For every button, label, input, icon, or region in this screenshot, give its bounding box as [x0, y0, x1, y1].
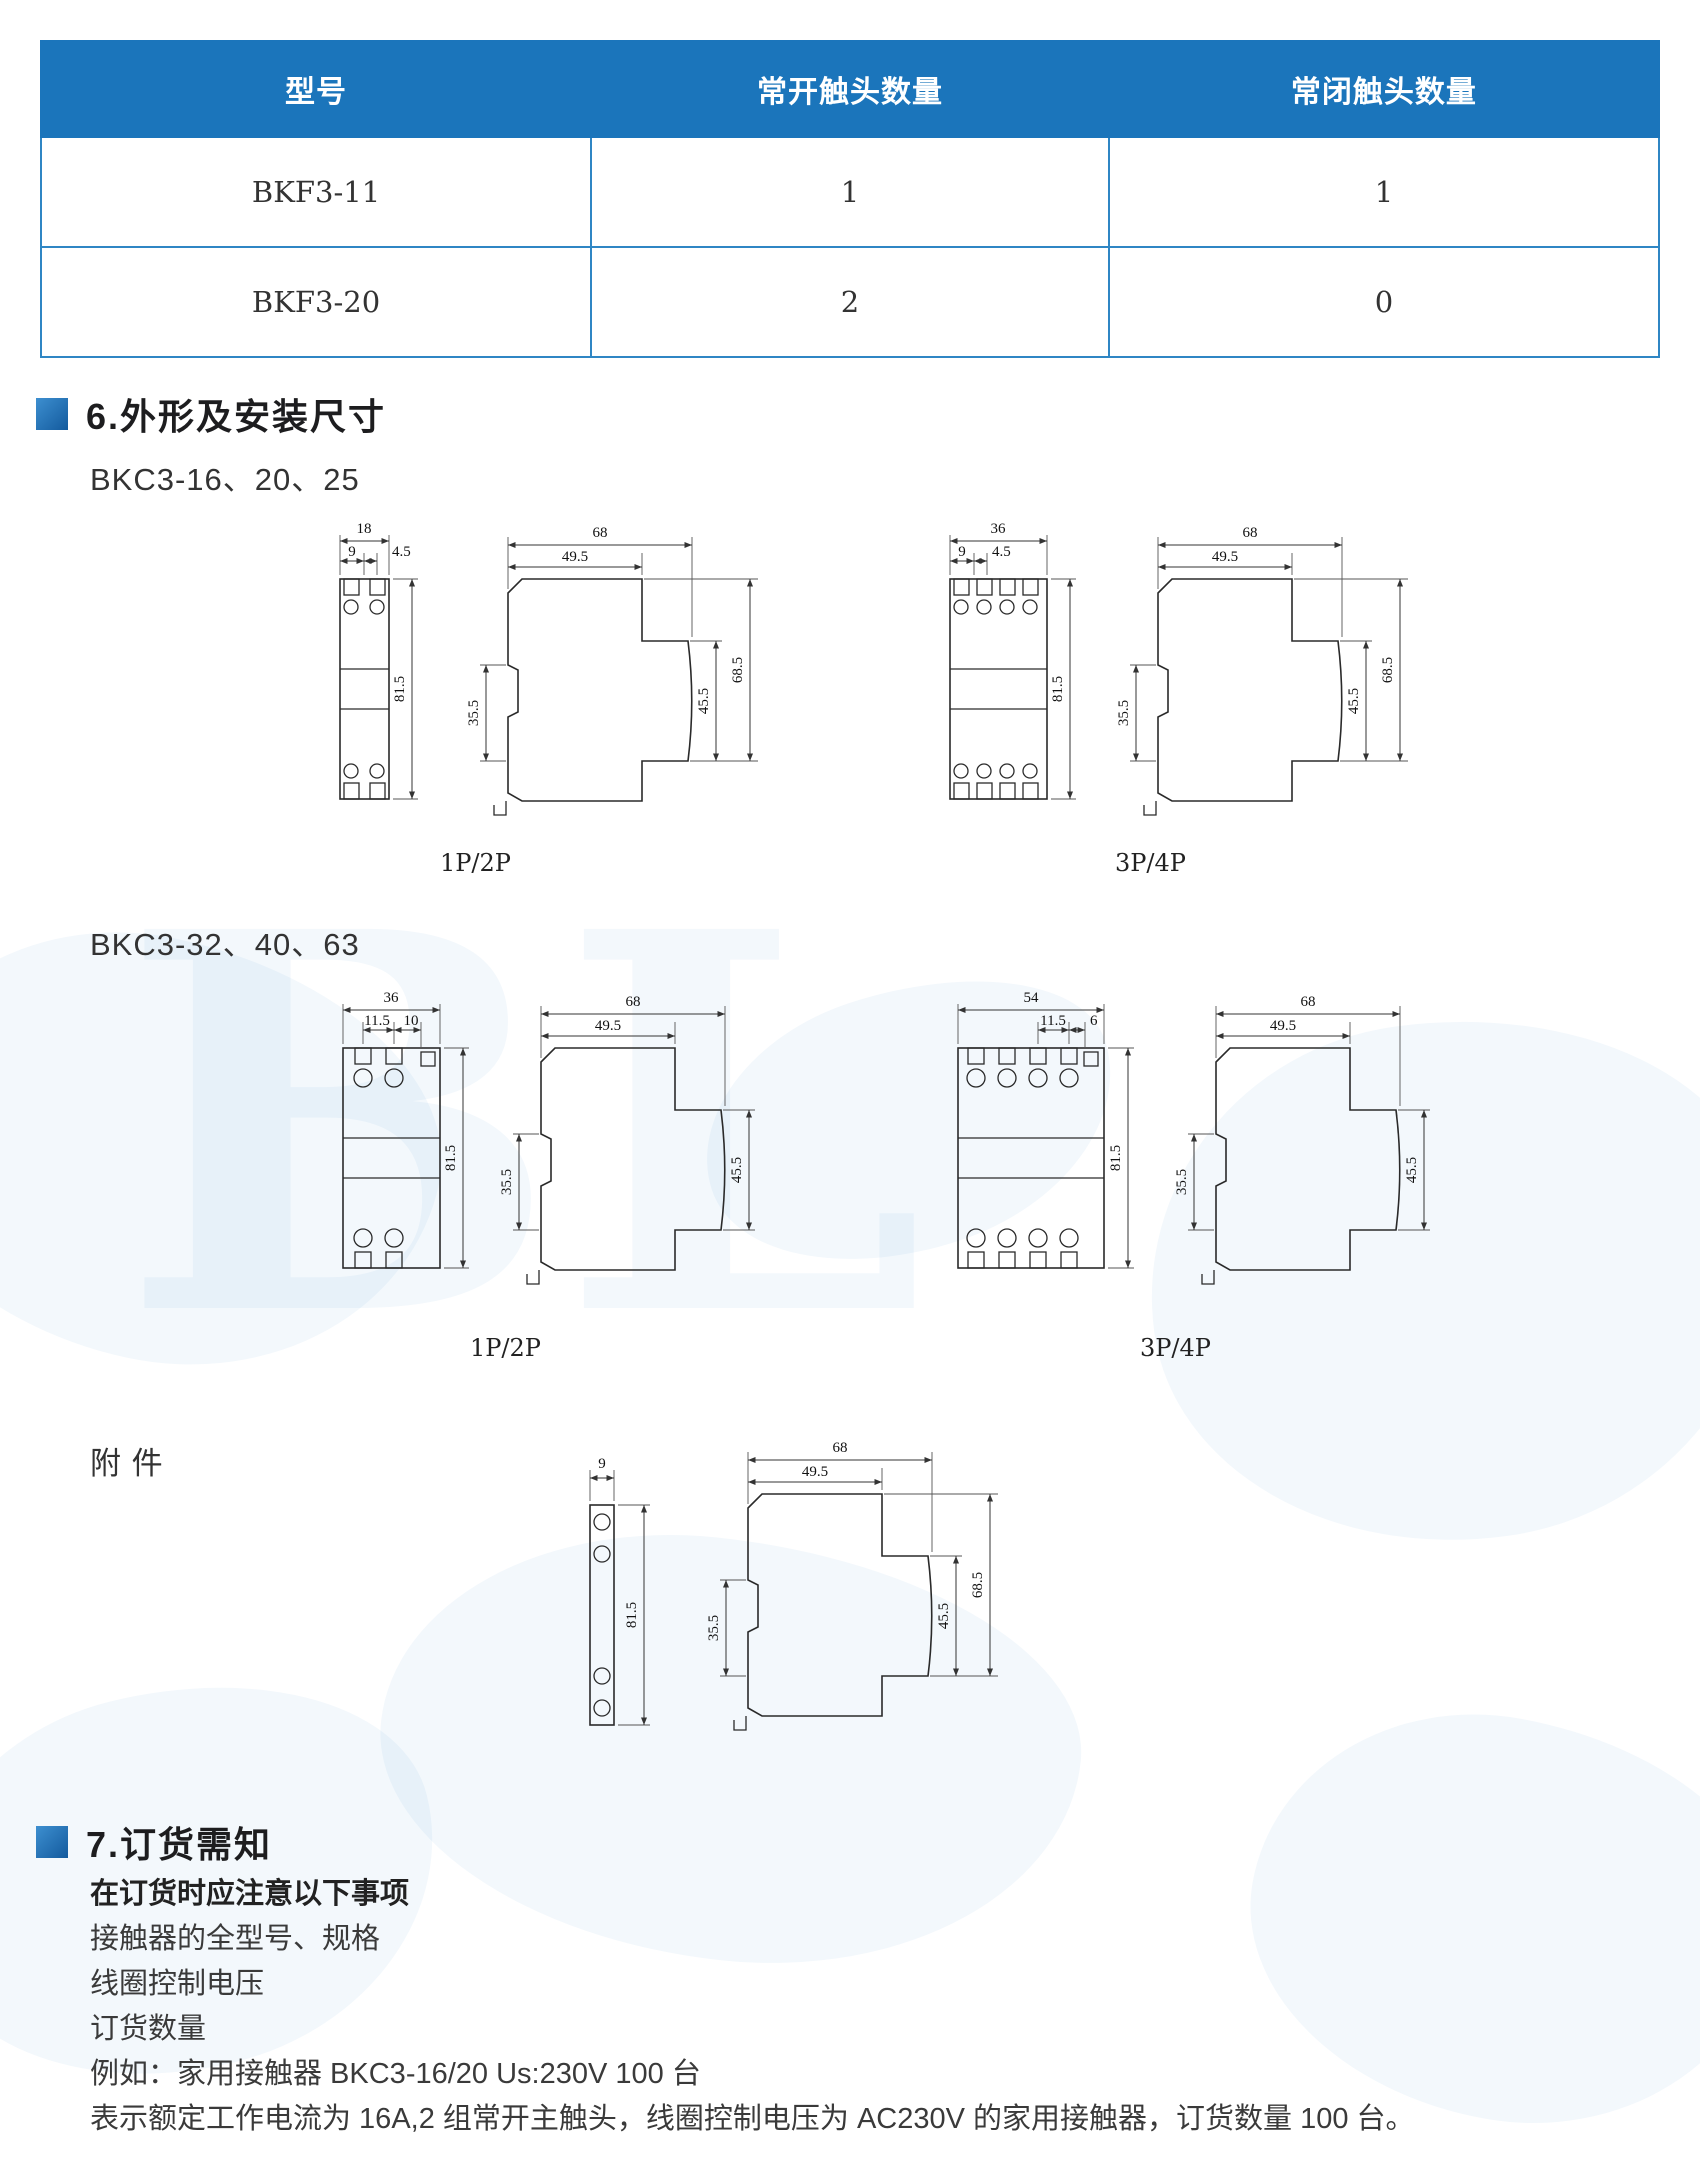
ordering-line: 接触器的全型号、规格	[90, 1923, 381, 1955]
dim-total-width: 68	[1243, 525, 1258, 541]
dim-front-depth: 49.5	[1212, 549, 1238, 565]
table-row: BKF3-11 1 1	[39, 136, 1661, 248]
dim-total-height: 68.5	[1380, 657, 1396, 683]
drawings-bkc3-32: 36 11.5 10 81.5 68 49.5	[303, 978, 1700, 1318]
dim-total-width: 68	[626, 994, 641, 1010]
pole-labels-group1: 1P/2P 3P/4P	[0, 849, 1700, 883]
dim-total-width: 68	[833, 1440, 848, 1456]
group2-title: BKC3-32、40、63	[90, 927, 360, 962]
section-bullet-icon	[36, 1826, 68, 1858]
table-row: BKF3-20 2 0	[39, 246, 1661, 358]
table-header-row: 型号 常开触头数量 常闭触头数量	[39, 40, 1661, 138]
front-view-1p2p-drawing: 36 11.5 10 81.5	[342, 990, 469, 1269]
dim-rail-height: 35.5	[466, 700, 482, 726]
section-6-heading: 6.外形及安装尺寸	[36, 392, 1700, 437]
dim-front-depth: 49.5	[1270, 1018, 1296, 1034]
front-view-3p4p-drawing: 36 9 4.5 81.5	[949, 521, 1076, 800]
cell-no-count: 1	[590, 136, 1110, 248]
dim-rail-height: 35.5	[499, 1169, 515, 1195]
dim-front-height: 45.5	[1346, 688, 1362, 714]
watermark-letters: BL	[120, 820, 926, 1431]
ordering-intro: 在订货时应注意以下事项	[90, 1878, 410, 1910]
dim-overall-width: 54	[1024, 990, 1040, 1006]
ordering-line: 线圈控制电压	[90, 1968, 265, 2000]
side-view-drawing: 68 49.5 35.5 45.5	[1174, 994, 1430, 1285]
dim-front-height: 45.5	[696, 688, 712, 714]
col-header-no-contacts: 常开触头数量	[590, 40, 1110, 138]
cell-model: BKF3-20	[39, 246, 593, 358]
dim-terminal-offset: 4.5	[992, 544, 1011, 560]
accessory-drawings: 附 件 9 81.5 68 49.5	[0, 1424, 1700, 1794]
label-3p4p: 3P/4P	[1140, 1334, 1211, 1362]
section-7-heading: 7.订货需知	[36, 1820, 1700, 1865]
side-view-drawing: 68 49.5 35.5 45.5 68.5	[466, 525, 758, 816]
dim-rail-height: 35.5	[1174, 1169, 1190, 1195]
dim-module-height: 81.5	[392, 676, 408, 702]
dim-front-height: 45.5	[1404, 1157, 1420, 1183]
cell-nc-count: 0	[1107, 246, 1661, 358]
drawings-bkc3-16: 18 9 4.5 81.5 68 49.5 35.5	[300, 509, 1700, 849]
ordering-line: 表示额定工作电流为 16A,2 组常开主触头，线圈控制电压为 AC230V 的家…	[90, 2103, 1415, 2135]
accessory-front-view-drawing: 9 81.5	[589, 1456, 650, 1726]
front-view-3p4p-drawing: 54 11.5 6 81.5	[957, 990, 1134, 1269]
dim-front-height: 45.5	[729, 1157, 745, 1183]
dim-rail-height: 35.5	[1116, 700, 1132, 726]
accessory-side-view-drawing: 68 49.5 35.5 45.5 68.5	[706, 1440, 998, 1731]
label-3p4p: 3P/4P	[1115, 849, 1186, 877]
dim-module-height: 81.5	[624, 1602, 640, 1628]
section-7-title: 7.订货需知	[86, 1824, 273, 1865]
dim-total-height: 68.5	[970, 1572, 986, 1598]
dim-terminal-pitch: 11.5	[364, 1013, 390, 1029]
dim-terminal-offset: 6	[1090, 1013, 1098, 1029]
dim-overall-width: 36	[991, 521, 1007, 537]
dim-total-width: 68	[1301, 994, 1316, 1010]
contact-count-table: 型号 常开触头数量 常闭触头数量 BKF3-11 1 1 BKF3-20 2 0	[39, 40, 1661, 358]
background-watermark: BL	[0, 40, 1700, 2162]
dim-overall-width: 36	[384, 990, 400, 1006]
dim-terminal-pitch: 9	[958, 544, 966, 560]
dim-terminal-pitch: 9	[348, 544, 356, 560]
dim-overall-width: 18	[357, 521, 372, 537]
dim-front-depth: 49.5	[595, 1018, 621, 1034]
dim-terminal-offset: 4.5	[392, 544, 411, 560]
dim-front-height: 45.5	[936, 1603, 952, 1629]
dim-overall-width: 9	[598, 1456, 606, 1472]
dim-front-depth: 49.5	[562, 549, 588, 565]
ordering-line: 订货数量	[90, 2013, 207, 2045]
col-header-model: 型号	[39, 40, 593, 138]
ordering-line: 例如：家用接触器 BKC3-16/20 Us:230V 100 台	[90, 2058, 701, 2090]
cell-model: BKF3-11	[39, 136, 593, 248]
dim-terminal-offset: 10	[404, 1013, 419, 1029]
ordering-notes: 在订货时应注意以下事项 接触器的全型号、规格 线圈控制电压 订货数量 例如：家用…	[90, 1872, 1700, 2142]
accessory-title: 附 件	[90, 1446, 164, 1481]
dim-rail-height: 35.5	[706, 1615, 722, 1641]
cell-nc-count: 1	[1107, 136, 1661, 248]
dim-total-width: 68	[593, 525, 608, 541]
front-view-1p2p-drawing: 18 9 4.5 81.5	[339, 521, 418, 800]
section-bullet-icon	[36, 398, 68, 430]
dim-front-depth: 49.5	[802, 1464, 828, 1480]
col-header-nc-contacts: 常闭触头数量	[1107, 40, 1661, 138]
dim-terminal-pitch: 11.5	[1040, 1013, 1066, 1029]
section-6-title: 6.外形及安装尺寸	[86, 396, 387, 437]
label-1p2p: 1P/2P	[440, 849, 511, 877]
pole-labels-group2: 1P/2P 3P/4P	[0, 1334, 1700, 1368]
side-view-drawing: 68 49.5 35.5 45.5 68.5	[1116, 525, 1408, 816]
side-view-drawing: 68 49.5 35.5 45.5	[499, 994, 755, 1285]
cell-no-count: 2	[590, 246, 1110, 358]
dim-module-height: 81.5	[1050, 676, 1066, 702]
group1-title: BKC3-16、20、25	[90, 462, 360, 497]
dim-module-height: 81.5	[1108, 1145, 1124, 1171]
label-1p2p: 1P/2P	[470, 1334, 541, 1362]
dim-module-height: 81.5	[443, 1145, 459, 1171]
dim-total-height: 68.5	[730, 657, 746, 683]
